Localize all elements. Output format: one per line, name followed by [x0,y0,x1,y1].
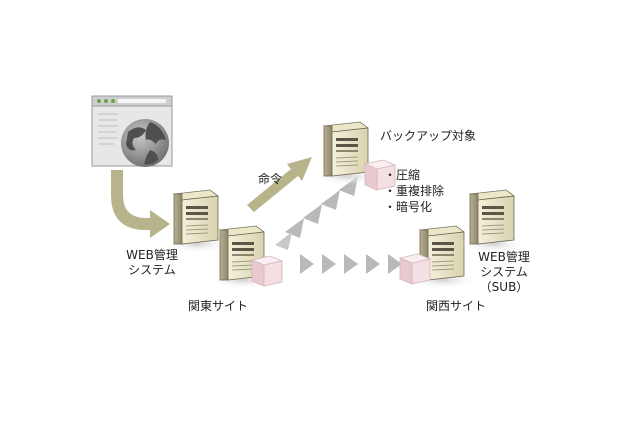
feature-deduplication: ・重複排除 [384,184,445,198]
browser-globe-icon [91,95,173,167]
web-management-sub-label-line2: システム [480,265,528,279]
kansai-site-label: 関西サイト [426,299,487,313]
web-management-sub-label-line1: WEB管理 [478,250,530,264]
return-triangle-arrows [275,176,358,250]
feature-compression: ・圧縮 [384,168,421,182]
data-cube-icon-kansai [399,253,431,285]
web-management-sub-label-line3: （SUB） [479,280,529,294]
backup-target-label: バックアップ対象 [380,129,477,143]
kanto-site-label: 関東サイト [188,299,249,313]
web-management-sub-server-icon [458,189,528,254]
command-arrow [247,157,312,212]
web-management-label: WEB管理 システム [118,248,186,278]
web-management-sub-label: WEB管理 システム （SUB） [468,250,540,295]
browser-to-server-arrow [111,170,170,238]
web-management-label-line1: WEB管理 [126,248,178,262]
command-label: 命令 [258,172,283,186]
feature-encryption: ・暗号化 [384,200,433,214]
web-management-label-line2: システム [128,263,176,277]
data-cube-icon-kanto [251,255,283,287]
replication-triangle-arrows [300,254,402,274]
